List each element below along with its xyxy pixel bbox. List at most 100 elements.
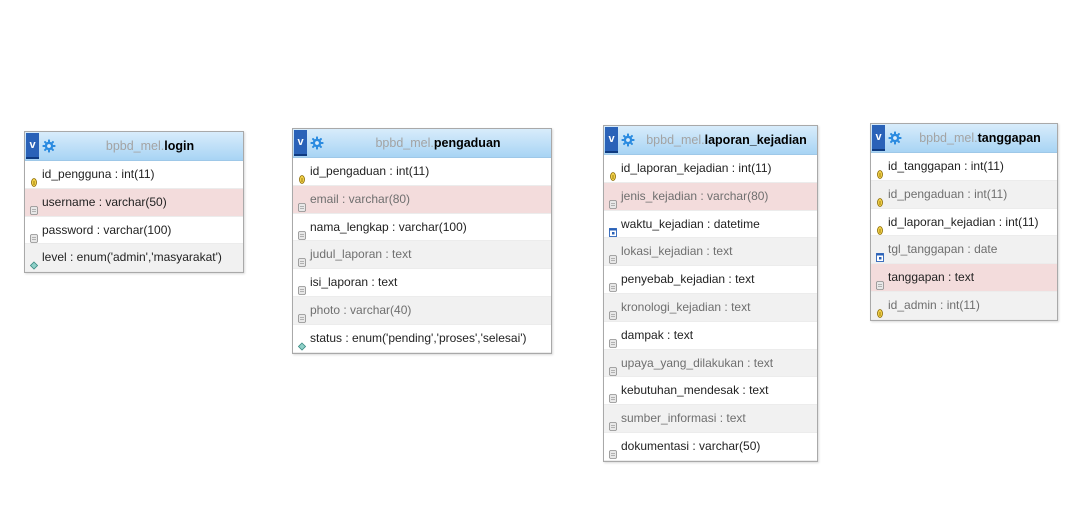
table-header[interactable]: v bpbd_mel.laporan_kejadian [604,126,817,155]
database-name: bpbd_mel [919,131,975,145]
toggle-columns-button[interactable]: v [26,133,39,159]
gear-icon[interactable] [621,133,635,147]
column-row[interactable]: id_pengaduan : int(11) [293,158,551,186]
column-label: id_laporan_kejadian : int(11) [888,214,1039,229]
column-label: id_pengguna : int(11) [42,167,155,181]
column-row[interactable]: penyebab_kejadian : text [604,266,817,294]
toggle-columns-button[interactable]: v [294,130,307,156]
column-row[interactable]: email : varchar(80) [293,185,551,214]
primary-key-icon [877,190,883,207]
column-label: tanggapan : text [888,270,975,285]
column-row[interactable]: dokumentasi : varchar(50) [604,433,817,461]
table-login[interactable]: v bpbd_mel.login id_pengguna : int(11) user… [24,131,244,274]
column-icon [298,306,306,323]
column-icon [609,275,617,293]
column-row[interactable]: jenis_kejadian : varchar(80) [604,182,817,211]
column-icon [876,273,884,291]
column-label: level : enum('admin','masyarakat') [42,250,222,265]
column-row[interactable]: id_pengaduan : int(11) [871,180,1057,209]
enum-icon [297,334,307,351]
column-row[interactable]: id_admin : int(11) [871,291,1057,320]
database-name: bpbd_mel [375,136,431,150]
column-row[interactable]: id_laporan_kejadian : int(11) [604,155,817,183]
database-name: bpbd_mel [646,133,702,147]
toggle-columns-button[interactable]: v [605,127,618,153]
table-title: bpbd_mel.tanggapan [903,124,1057,152]
column-label: id_tanggapan : int(11) [888,159,1004,173]
column-label: lokasi_kejadian : text [621,244,733,259]
column-label: isi_laporan : text [310,275,398,290]
primary-key-icon [877,162,883,179]
gear-icon[interactable] [888,131,902,145]
column-row[interactable]: status : enum('pending','proses','selesa… [293,325,551,353]
date-icon [876,245,884,263]
table-title: bpbd_mel.login [57,132,243,160]
column-label: jenis_kejadian : varchar(80) [621,188,769,203]
primary-key-icon [299,167,305,184]
column-row[interactable]: photo : varchar(40) [293,296,551,325]
column-icon [298,278,306,296]
column-row[interactable]: id_pengguna : int(11) [25,161,243,189]
gear-icon[interactable] [42,139,56,153]
column-label: kronologi_kejadian : text [621,299,751,314]
column-label: judul_laporan : text [310,247,412,262]
column-label: id_pengaduan : int(11) [888,186,1008,201]
column-row[interactable]: sumber_informasi : text [604,405,817,433]
column-label: photo : varchar(40) [310,302,412,317]
column-icon [30,226,38,243]
name-separator: . [430,136,434,150]
column-icon [609,303,617,320]
primary-key-icon [610,164,616,181]
column-label: status : enum('pending','proses','selesa… [310,330,527,345]
column-icon [609,414,617,432]
enum-icon [29,253,39,270]
table-name: pengaduan [433,136,501,150]
table-header[interactable]: v bpbd_mel.pengaduan [293,129,551,158]
column-label: sumber_informasi : text [621,411,746,426]
column-row[interactable]: dampak : text [604,322,817,350]
name-separator: . [701,133,705,147]
column-label: dampak : text [621,327,694,342]
column-icon [298,195,306,212]
column-label: id_pengaduan : int(11) [310,164,430,178]
column-row[interactable]: tanggapan : text [871,264,1057,292]
column-row[interactable]: password : varchar(100) [25,217,243,245]
column-icon [609,386,617,404]
table-title: bpbd_mel.laporan_kejadian [636,126,817,154]
column-label: nama_lengkap : varchar(100) [310,219,467,234]
column-row[interactable]: level : enum('admin','masyarakat') [25,244,243,273]
primary-key-icon [877,218,883,235]
column-row[interactable]: judul_laporan : text [293,241,551,270]
column-label: id_admin : int(11) [888,297,980,312]
column-row[interactable]: isi_laporan : text [293,269,551,297]
column-row[interactable]: waktu_kejadian : datetime [604,211,817,239]
column-row[interactable]: upaya_yang_dilakukan : text [604,349,817,378]
column-row[interactable]: username : varchar(50) [25,188,243,217]
column-icon [609,192,617,209]
date-icon [609,220,617,237]
table-name: tanggapan [977,131,1041,145]
column-row[interactable]: kebutuhan_mendesak : text [604,377,817,406]
table-tanggapan[interactable]: v bpbd_mel.tanggapan id_tanggapan : int(11… [870,123,1058,321]
column-row[interactable]: kronologi_kejadian : text [604,293,817,322]
column-label: tgl_tanggapan : date [888,242,998,257]
column-row[interactable]: tgl_tanggapan : date [871,236,1057,265]
table-header[interactable]: v bpbd_mel.login [25,132,243,161]
column-row[interactable]: id_tanggapan : int(11) [871,153,1057,181]
column-row[interactable]: lokasi_kejadian : text [604,238,817,267]
gear-icon[interactable] [310,136,324,150]
table-name: login [164,139,195,153]
toggle-columns-button[interactable]: v [872,125,885,151]
column-label: dokumentasi : varchar(50) [621,438,761,453]
column-row[interactable]: nama_lengkap : varchar(100) [293,214,551,242]
column-label: upaya_yang_dilakukan : text [621,355,774,370]
column-label: penyebab_kejadian : text [621,272,755,287]
column-row[interactable]: id_laporan_kejadian : int(11) [871,209,1057,237]
name-separator: . [160,139,165,153]
primary-key-icon [877,301,883,318]
table-header[interactable]: v bpbd_mel.tanggapan [871,124,1057,153]
column-icon [609,442,617,459]
column-icon [298,250,306,268]
